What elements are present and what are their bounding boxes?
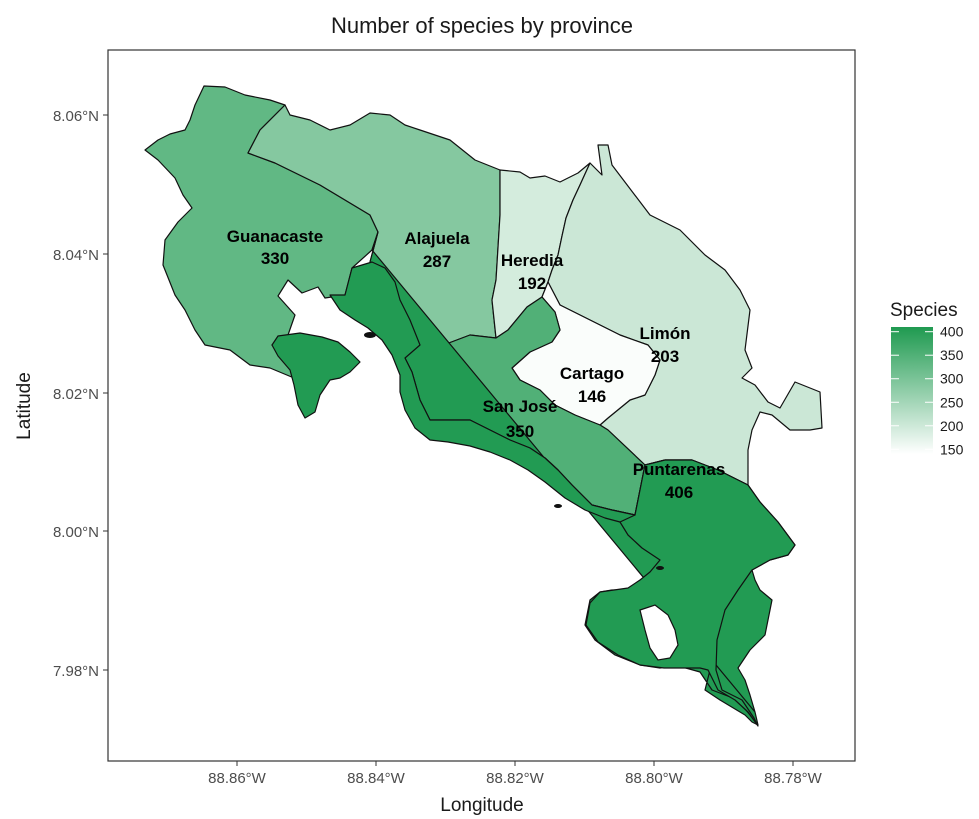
legend-tick-label: 150 — [940, 441, 964, 457]
label-alajuela-value: 287 — [423, 252, 451, 271]
x-axis-title: Longitude — [440, 795, 523, 816]
label-cartago-value: 146 — [578, 387, 606, 406]
chart-title: Number of species by province — [331, 13, 633, 38]
label-guanacaste-value: 330 — [261, 249, 289, 268]
x-tick-label: 88.78°W — [764, 770, 823, 787]
legend-tick-label: 250 — [940, 394, 964, 410]
island-3 — [656, 566, 664, 570]
label-alajuela-name: Alajuela — [404, 229, 470, 248]
x-tick-label: 88.80°W — [625, 770, 684, 787]
x-tick-label: 88.84°W — [347, 770, 406, 787]
y-tick-label: 8.02°N — [53, 386, 99, 403]
gulf-hole — [639, 604, 679, 661]
y-tick-label: 8.04°N — [53, 247, 99, 264]
label-heredia-value: 192 — [518, 274, 546, 293]
x-tick-label: 88.82°W — [486, 770, 545, 787]
island-1 — [364, 332, 376, 338]
label-guanacaste-name: Guanacaste — [227, 227, 323, 246]
y-axis-title: Latitude — [14, 372, 35, 440]
y-tick-label: 7.98°N — [53, 663, 99, 680]
label-puntarenas-value: 406 — [665, 483, 693, 502]
island-2 — [554, 504, 562, 508]
label-sanjose-value: 350 — [506, 422, 534, 441]
legend-colorbar — [891, 327, 933, 454]
legend-tick-label: 300 — [940, 371, 964, 387]
province-guanacaste[interactable] — [144, 85, 379, 379]
y-tick-label: 8.06°N — [53, 108, 99, 125]
legend-tick-label: 350 — [940, 347, 964, 363]
legend: Species 400 350 300 250 200 150 — [890, 300, 964, 457]
x-tick-label: 88.86°W — [208, 770, 267, 787]
legend-tick-label: 200 — [940, 418, 964, 434]
legend-title: Species — [890, 300, 958, 321]
label-cartago-name: Cartago — [560, 364, 624, 383]
label-limon-value: 203 — [651, 347, 679, 366]
y-axis: 8.06°N 8.04°N 8.02°N 8.00°N 7.98°N Latit… — [14, 108, 108, 680]
legend-ticks: 400 350 300 250 200 150 — [891, 324, 964, 457]
province-puntarenas-gulf[interactable] — [329, 261, 636, 523]
province-puntarenas-nicoya[interactable] — [271, 332, 361, 419]
legend-tick-label: 400 — [940, 324, 964, 340]
label-limon-name: Limón — [640, 324, 691, 343]
label-sanjose-name: San José — [483, 397, 558, 416]
province-puntarenas-south[interactable] — [585, 459, 796, 727]
label-heredia-name: Heredia — [501, 251, 564, 270]
label-puntarenas-name: Puntarenas — [633, 460, 726, 479]
province-labels: Guanacaste 330 Alajuela 287 Heredia 192 … — [227, 227, 725, 502]
province-shapes — [144, 85, 823, 727]
x-axis: 88.86°W 88.84°W 88.82°W 88.80°W 88.78°W … — [208, 761, 823, 816]
y-tick-label: 8.00°N — [53, 524, 99, 541]
